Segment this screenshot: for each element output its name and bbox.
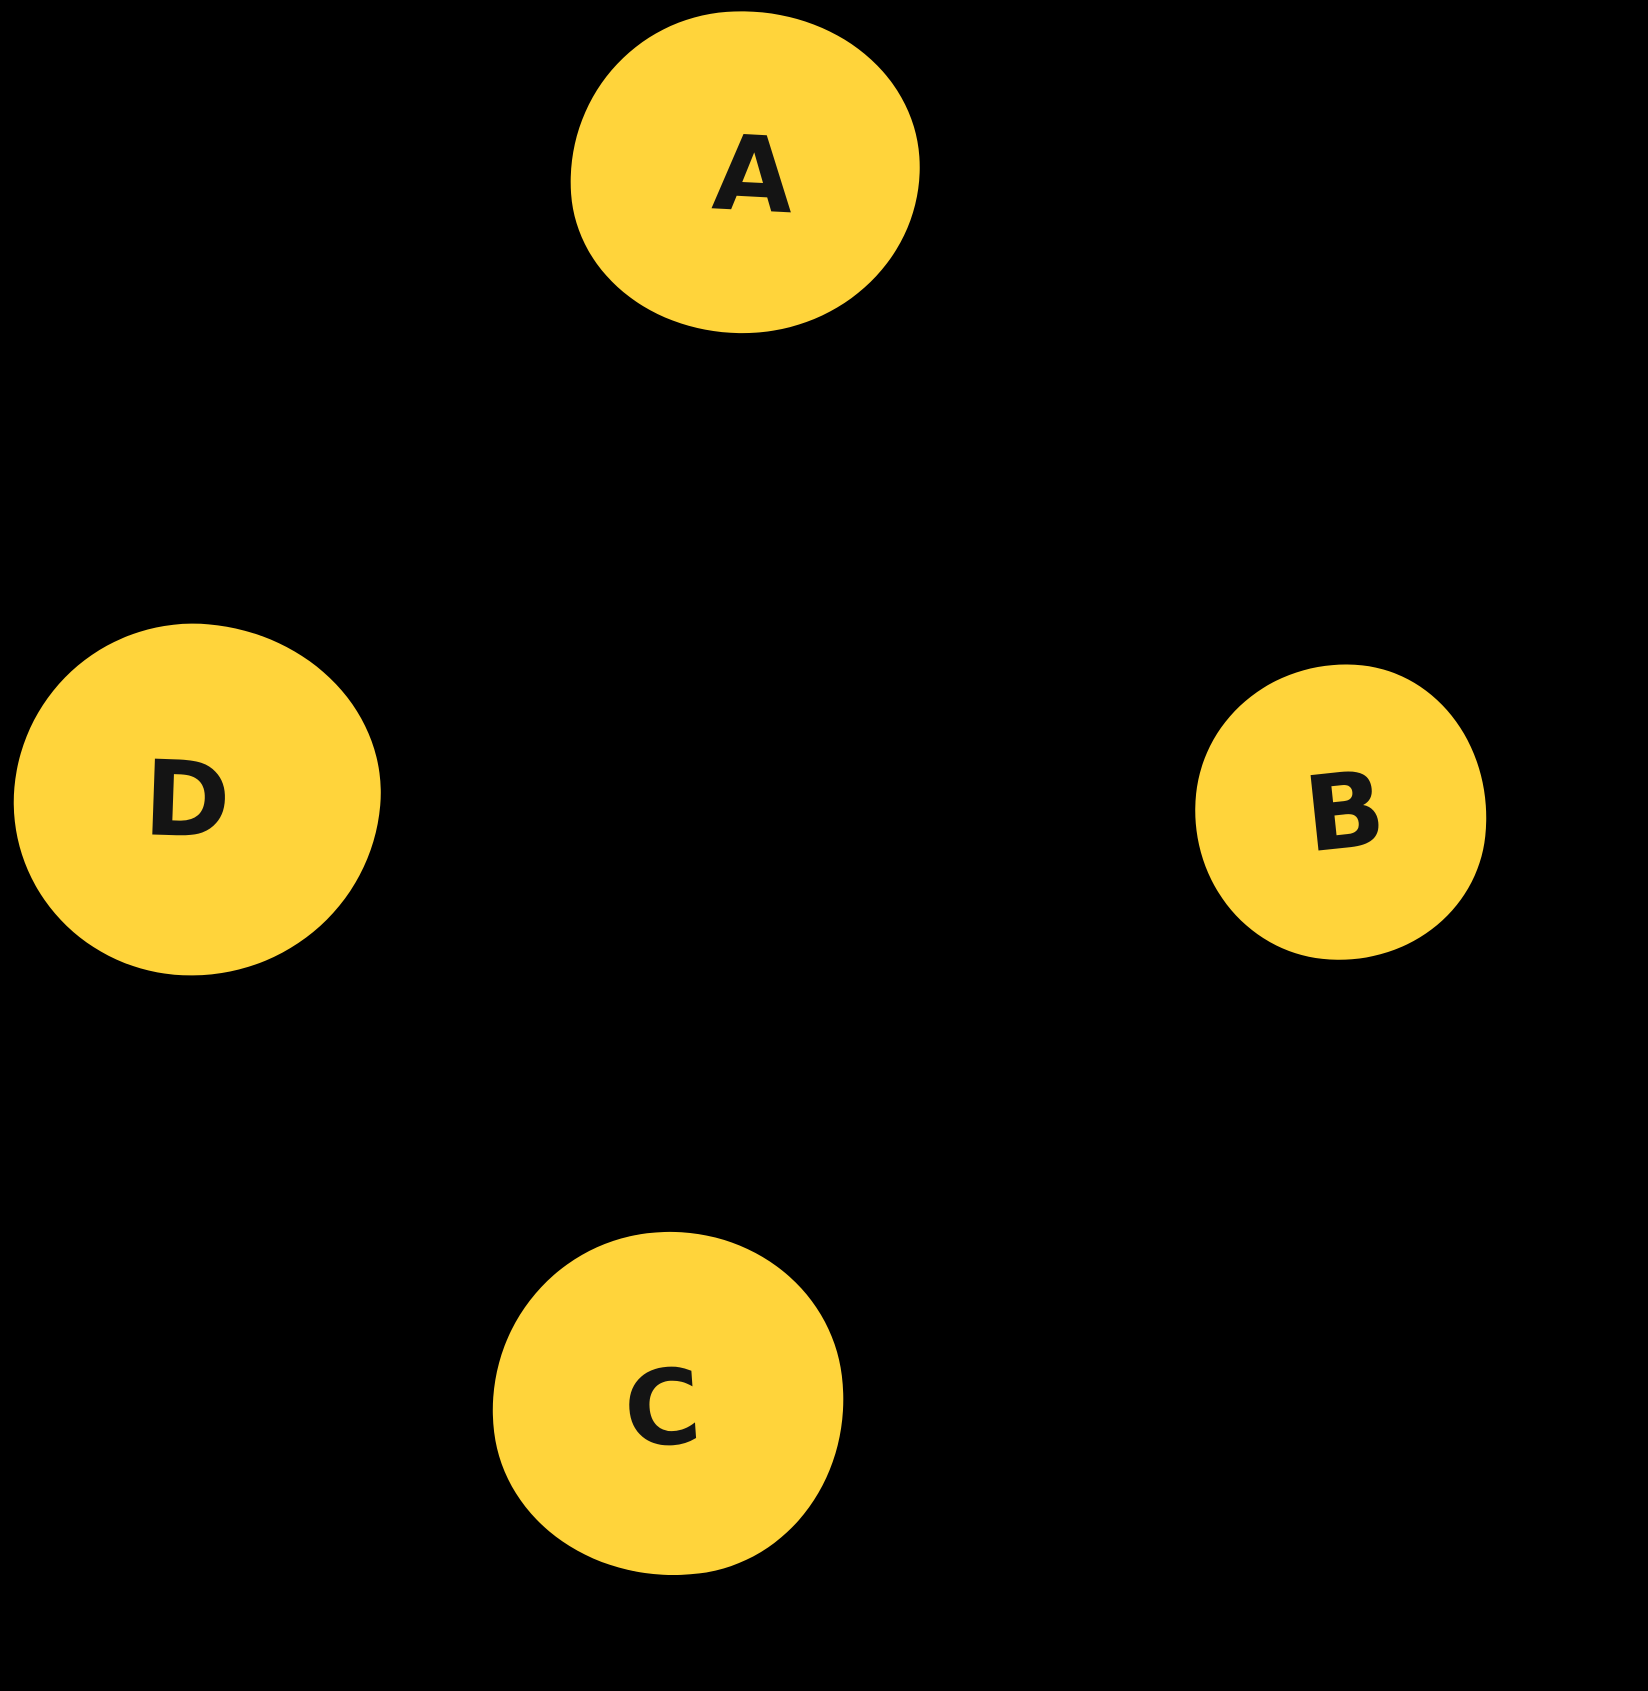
node-d: D [0, 608, 395, 992]
node-label-c: C [619, 1344, 705, 1472]
node-b: B [1180, 649, 1502, 975]
node-c: C [472, 1211, 864, 1597]
node-label-d: D [141, 737, 233, 863]
node-label-b: B [1299, 746, 1391, 877]
node-label-a: A [709, 111, 797, 238]
node-a: A [559, 0, 931, 345]
